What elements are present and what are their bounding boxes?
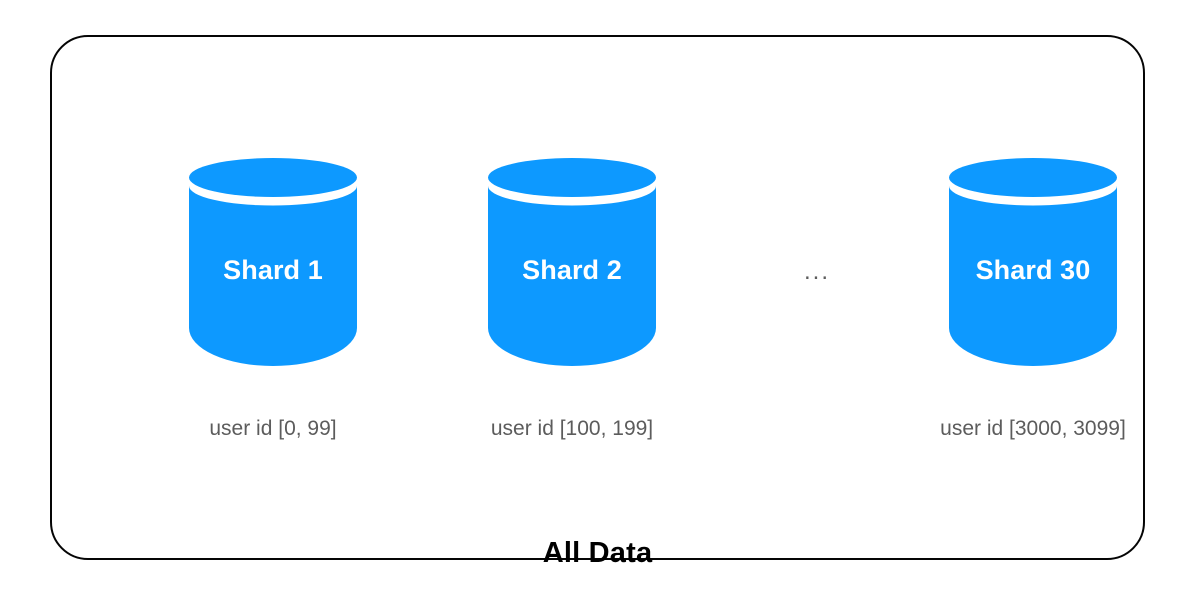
shard-name-label: Shard 2 xyxy=(522,255,622,285)
shard-name-label: Shard 1 xyxy=(223,255,323,285)
shard-name-label: Shard 30 xyxy=(975,255,1091,285)
shard-node-30[interactable]: Shard 30 user id [3000, 3099] xyxy=(940,158,1126,440)
shard-node-2[interactable]: Shard 2 user id [100, 199] xyxy=(488,158,656,440)
shard-node-1[interactable]: Shard 1 user id [0, 99] xyxy=(189,158,357,440)
shard-id-range-caption: user id [0, 99] xyxy=(209,417,337,440)
database-cylinder-icon xyxy=(189,158,357,370)
all-data-container: Shard 1 user id [0, 99] Shard 2 user id … xyxy=(50,35,1145,569)
shard-id-range-caption: user id [100, 199] xyxy=(490,417,654,440)
database-cylinder-icon xyxy=(949,158,1117,370)
ellipsis-indicator: ... xyxy=(803,258,830,285)
shard-id-range-caption: user id [3000, 3099] xyxy=(940,417,1126,440)
all-data-title: All Data xyxy=(542,537,653,569)
database-cylinder-icon xyxy=(488,158,656,370)
